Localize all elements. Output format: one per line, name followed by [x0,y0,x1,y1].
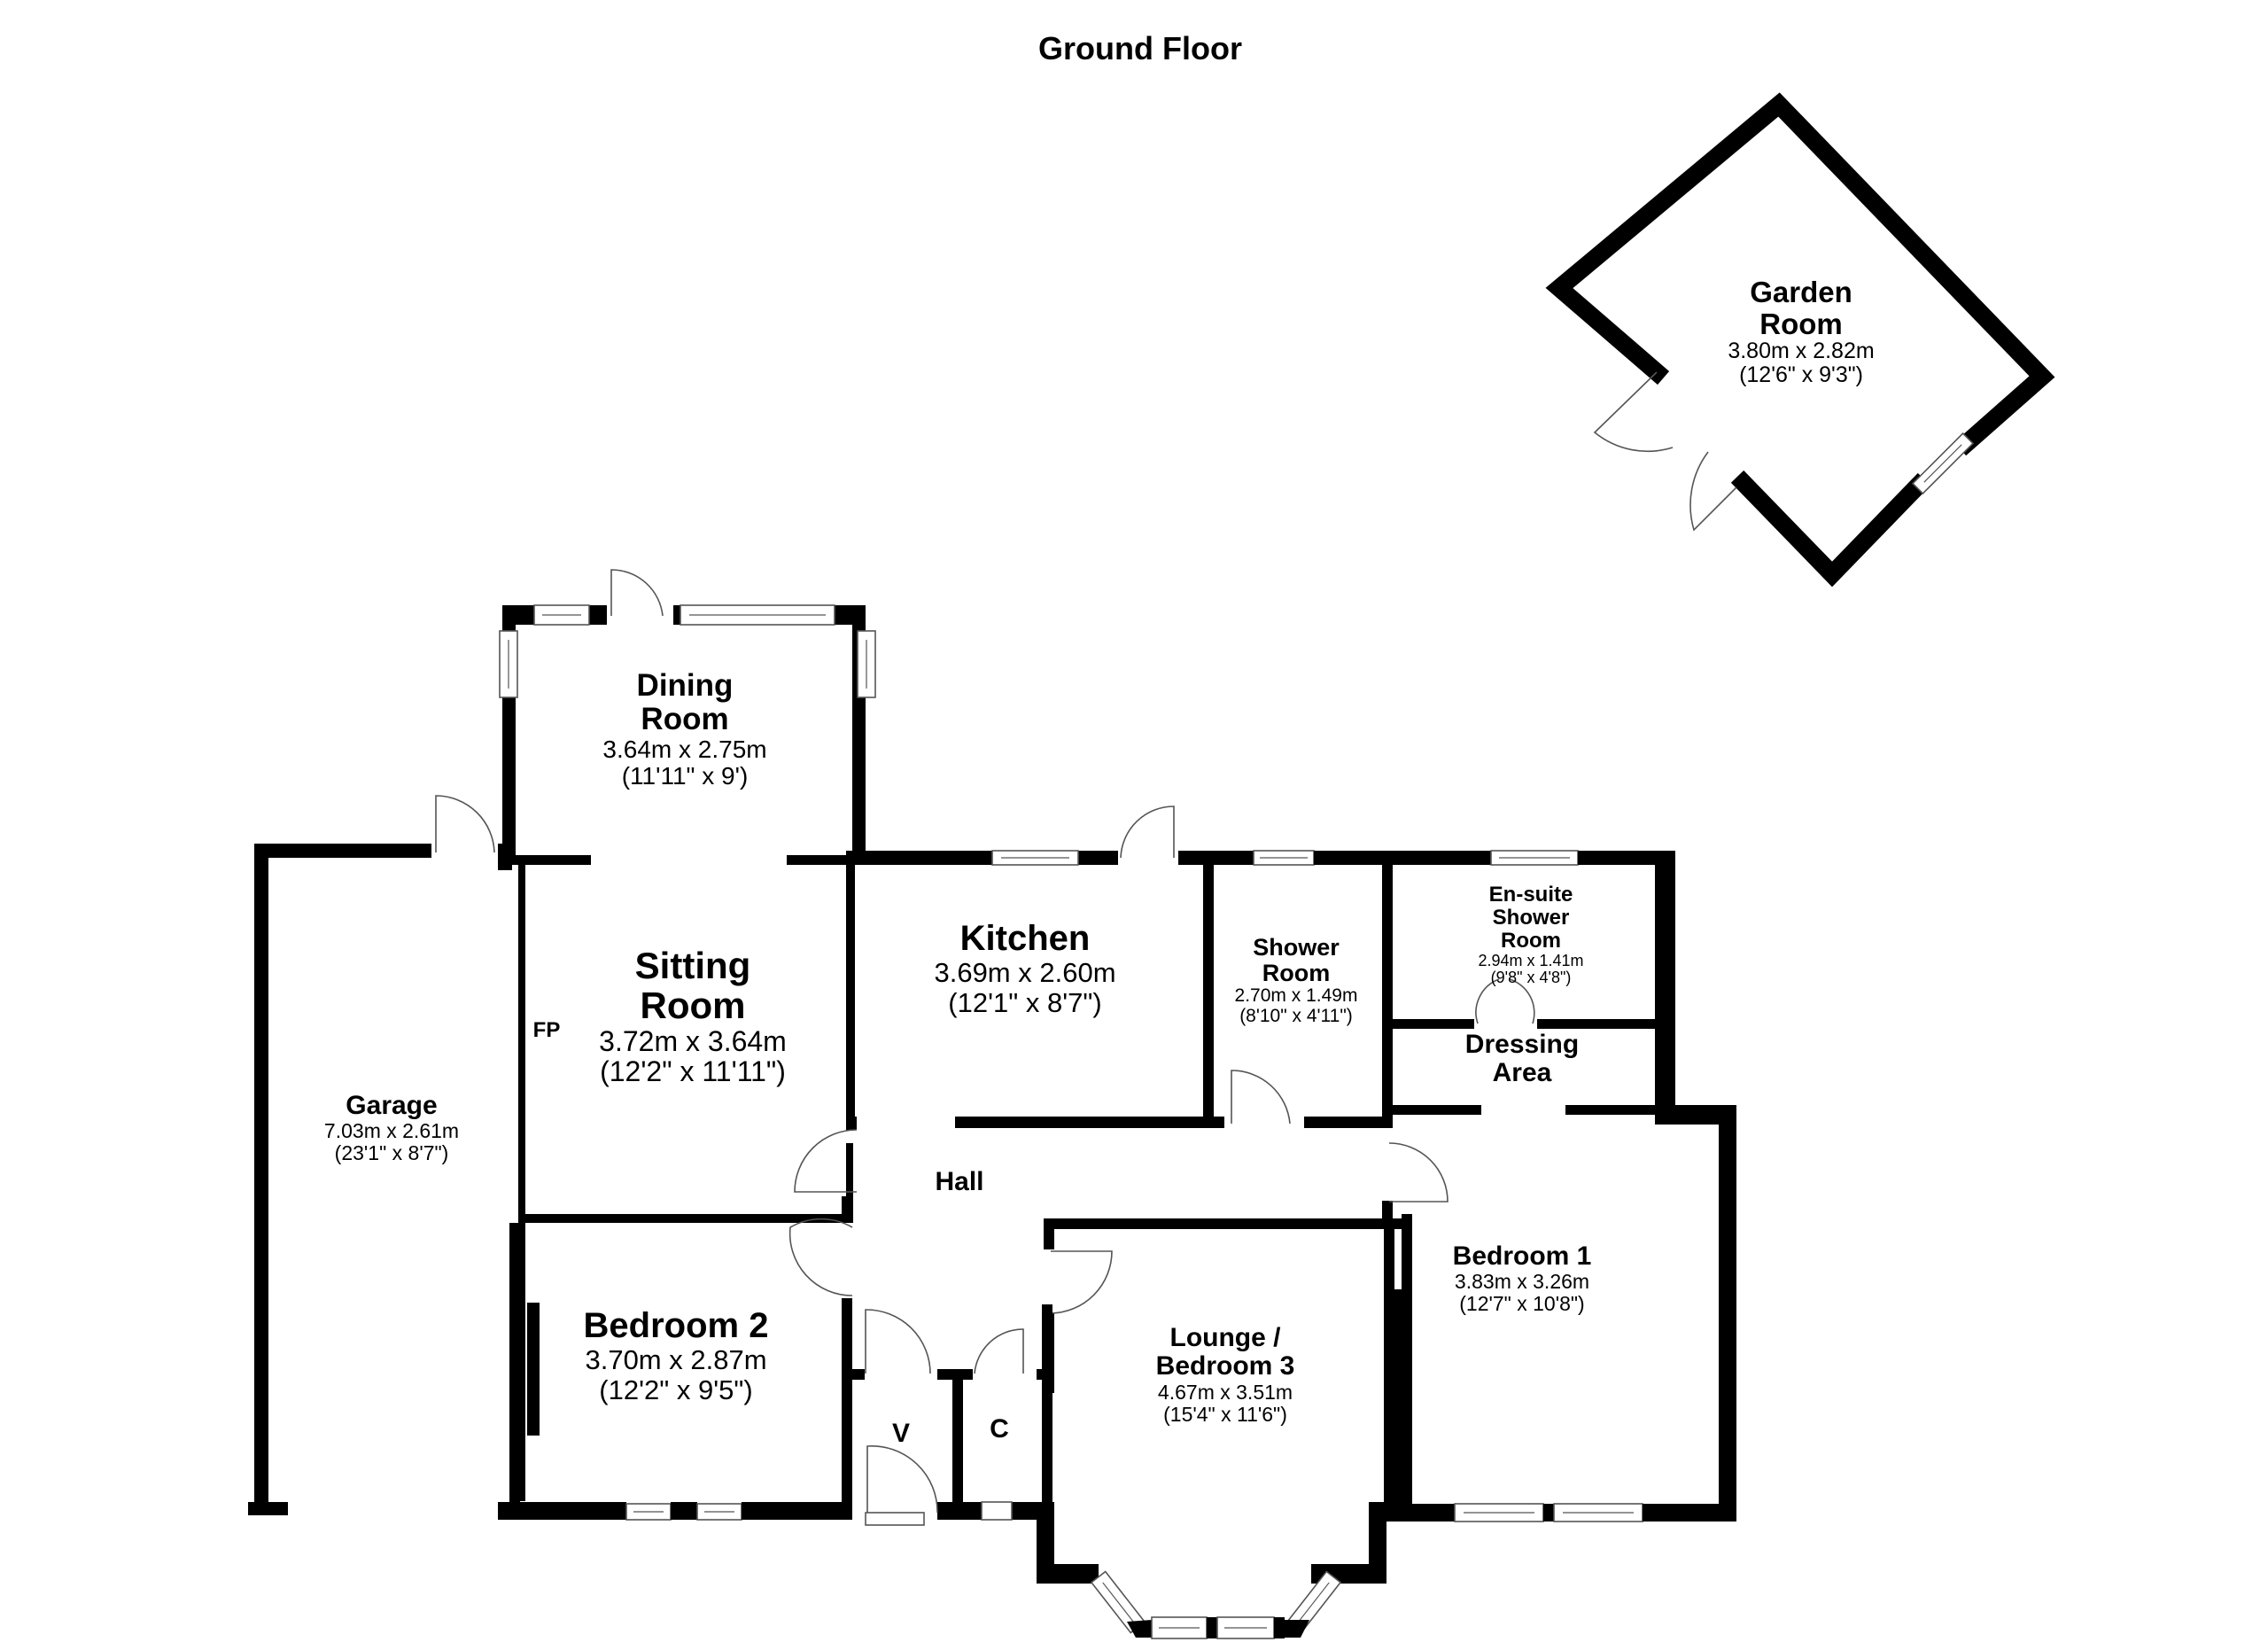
room-dimensions-metric: 3.69m x 2.60m [934,957,1116,989]
garden-room-walls [1545,92,2055,588]
room-dimensions-metric: 2.70m x 1.49m [1234,985,1358,1007]
room-dimensions-imperial: (12'2" x 9'5") [599,1374,753,1405]
room-dimensions-imperial: (12'6" x 9'3") [1739,362,1863,388]
room-dimensions-metric: 3.83m x 3.26m [1454,1270,1590,1294]
room-label-ensuite: En-suite Shower Room 2.94m x 1.41m (9'8"… [1478,883,1583,987]
room-name: Kitchen [959,919,1091,958]
room-dimensions-metric: 4.67m x 3.51m [1157,1380,1293,1404]
bedroom-1-walls [1382,1105,1736,1522]
lounge-walls [1037,1218,1407,1639]
room-name: Shower [1492,905,1570,930]
room-dimensions-metric: 7.03m x 2.61m [323,1119,460,1143]
room-dimensions-metric: 2.94m x 1.41m [1478,951,1584,969]
room-dimensions-imperial: (12'2" x 11'11") [600,1055,786,1088]
room-label-shower-room: Shower Room 2.70m x 1.49m (8'10" x 4'11"… [1234,934,1358,1027]
room-dimensions-metric: 3.70m x 2.87m [585,1344,767,1376]
room-dimensions-metric: 3.80m x 2.82m [1728,339,1875,364]
room-name: Room [1501,928,1561,953]
room-label-garage: Garage 7.03m x 2.61m (23'1" x 8'7") [323,1091,460,1165]
room-label-dining-room: Dining Room 3.64m x 2.75m (11'11" x 9') [602,669,766,790]
room-dimensions-imperial: (12'7" x 10'8") [1459,1292,1585,1316]
room-name: Hall [935,1167,984,1196]
dining-room-walls [499,569,876,862]
vestibule-tag: V [891,1419,911,1448]
room-name: Dining [636,668,734,703]
room-name: Area [1492,1058,1552,1088]
room-name: Room [640,985,746,1027]
room-name: Garage [346,1091,438,1120]
room-label-lounge-bedroom-3: Lounge / Bedroom 3 4.67m x 3.51m (15'4" … [1155,1323,1295,1426]
floor-title: Ground Floor [1038,30,1242,66]
room-dimensions-imperial: (12'1" x 8'7") [948,986,1102,1018]
room-name: En-suite [1488,883,1573,907]
room-dimensions-metric: 3.64m x 2.75m [602,735,767,763]
room-label-garden-room: Garden Room 3.80m x 2.82m (12'6" x 9'3") [1728,276,1874,387]
room-name: Sitting [634,945,751,986]
garage-walls [248,795,512,1515]
room-name: Lounge / [1169,1323,1281,1352]
kitchen-walls [846,806,1224,1128]
room-name: Room [1759,307,1843,340]
room-dimensions-imperial: (9'8" x 4'8") [1490,969,1572,987]
room-label-kitchen: Kitchen 3.69m x 2.60m (12'1" x 8'7") [934,919,1116,1018]
room-name: Shower [1253,934,1340,961]
room-label-bedroom-2: Bedroom 2 3.70m x 2.87m (12'2" x 9'5") [583,1306,769,1405]
room-dimensions-imperial: (8'10" x 4'11") [1239,1005,1353,1026]
room-name: Bedroom 1 [1452,1241,1592,1271]
room-label-hall: Hall [935,1167,984,1196]
room-name: Room [1262,960,1331,987]
cupboard-tag: C [990,1414,1009,1444]
room-dimensions-imperial: (11'11" x 9') [621,761,749,790]
room-label-bedroom-1: Bedroom 1 3.83m x 3.26m (12'7" x 10'8") [1452,1241,1592,1316]
room-name: Room [641,701,729,736]
fireplace-tag: FP [532,1018,561,1042]
room-name: Bedroom 3 [1155,1351,1295,1381]
shower-room-walls [1203,850,1491,1128]
room-dimensions-imperial: (15'4" x 11'6") [1163,1402,1287,1426]
room-name: Bedroom 2 [583,1306,769,1345]
room-dimensions-imperial: (23'1" x 8'7") [334,1141,449,1165]
room-label-sitting-room: Sitting Room 3.72m x 3.64m (12'2" x 11'1… [599,946,787,1087]
room-label-dressing-area: Dressing Area [1464,1030,1580,1088]
ensuite-walls [1393,850,1736,1125]
room-dimensions-metric: 3.72m x 3.64m [599,1024,787,1057]
hall-bedroom2-walls [498,1121,1054,1526]
room-name: Garden [1750,276,1852,308]
room-name: Dressing [1464,1030,1580,1059]
